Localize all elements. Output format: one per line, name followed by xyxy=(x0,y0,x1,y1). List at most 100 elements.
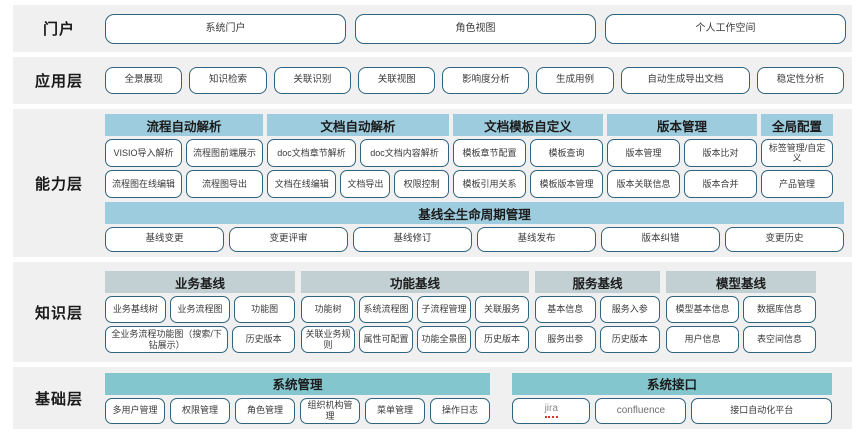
group-row-2: 产品管理 xyxy=(761,170,833,198)
fo-button-org-structure-management[interactable]: 组织机构管理 xyxy=(300,397,360,424)
capability-group-process-parse: 流程自动解析 VISIO导入解析 流程图前端展示 流程图在线编辑 流程图导出 xyxy=(105,114,263,198)
group-header-doc-template: 文档模板自定义 xyxy=(453,114,603,136)
kn-button-basic-info[interactable]: 基本信息 xyxy=(535,296,596,323)
kn-button-service-input-param[interactable]: 服务入参 xyxy=(599,296,660,323)
portal-button-personal-workspace[interactable]: 个人工作空间 xyxy=(605,13,846,44)
cap-button-flowchart-export[interactable]: 流程图导出 xyxy=(186,170,263,198)
layer-label-capability: 能力层 xyxy=(34,175,83,193)
app-button-knowledge-search[interactable]: 知识检索 xyxy=(189,67,267,94)
kn-button-tablespace-info[interactable]: 表空间信息 xyxy=(743,326,816,353)
layer-row-application: 应用层 全景展现 知识检索 关联识别 关联视图 影响度分析 生成用例 自动生成导… xyxy=(13,57,852,104)
app-button-auto-export-doc[interactable]: 自动生成导出文档 xyxy=(620,67,751,94)
lifecycle-button-version-correction[interactable]: 版本纠错 xyxy=(601,227,720,252)
layer-label-foundation: 基础层 xyxy=(34,390,83,408)
fo-button-menu-management[interactable]: 菜单管理 xyxy=(365,397,425,424)
cap-button-tag-management-custom[interactable]: 标签管理/自定义 xyxy=(761,139,833,167)
kn-button-history-version[interactable]: 历史版本 xyxy=(232,326,295,353)
cap-button-template-query[interactable]: 模板查询 xyxy=(530,139,603,167)
portal-button-role-view[interactable]: 角色视图 xyxy=(355,13,596,44)
kn-button-function-diagram[interactable]: 功能图 xyxy=(234,296,296,323)
app-button-panorama[interactable]: 全景展现 xyxy=(105,67,183,94)
application-button-row: 全景展现 知识检索 关联识别 关联视图 影响度分析 生成用例 自动生成导出文档 … xyxy=(105,67,844,94)
cap-button-doc-export[interactable]: 文档导出 xyxy=(340,170,391,198)
fo-button-operation-log[interactable]: 操作日志 xyxy=(430,397,490,424)
kn-button-attribute-configurable[interactable]: 属性可配置 xyxy=(359,326,413,353)
cap-button-doc-chapter-parse[interactable]: doc文档章节解析 xyxy=(267,139,356,167)
group-row-2: 模板引用关系 模板版本管理 xyxy=(453,170,603,198)
kn-button-history-version[interactable]: 历史版本 xyxy=(475,326,529,353)
layer-label-portal: 门户 xyxy=(42,21,75,38)
fo-button-permission-management[interactable]: 权限管理 xyxy=(170,397,230,424)
group-row-2: 关联业务规则 属性可配置 功能全景图 历史版本 xyxy=(301,326,529,353)
cap-button-version-compare[interactable]: 版本比对 xyxy=(684,139,757,167)
app-button-relation-view[interactable]: 关联视图 xyxy=(358,67,436,94)
group-header-function-baseline: 功能基线 xyxy=(301,271,529,293)
kn-button-related-business-rule[interactable]: 关联业务规则 xyxy=(301,326,355,353)
fo-button-interface-automation-platform[interactable]: 接口自动化平台 xyxy=(691,397,833,424)
kn-button-database-info[interactable]: 数据库信息 xyxy=(743,296,816,323)
cap-button-doc-content-parse[interactable]: doc文档内容解析 xyxy=(360,139,449,167)
app-button-impact-analysis[interactable]: 影响度分析 xyxy=(442,67,530,94)
cap-button-version-relation-info[interactable]: 版本关联信息 xyxy=(607,170,680,198)
fo-button-multi-user-management[interactable]: 多用户管理 xyxy=(105,397,165,424)
app-button-generate-usecase[interactable]: 生成用例 xyxy=(536,67,614,94)
layer-label-knowledge: 知识层 xyxy=(34,304,83,322)
fo-button-role-management[interactable]: 角色管理 xyxy=(235,397,295,424)
group-row-1: 业务基线树 业务流程图 功能图 xyxy=(105,296,296,323)
group-row-1: 模型基本信息 数据库信息 xyxy=(666,296,816,323)
group-row-1: 多用户管理 权限管理 角色管理 组织机构管理 菜单管理 操作日志 xyxy=(105,397,490,424)
kn-button-full-business-flow-function-diagram[interactable]: 全业务流程功能图（搜索/下钻展示） xyxy=(105,326,229,353)
jira-label: jira xyxy=(544,403,558,418)
lifecycle-button-change-review[interactable]: 变更评审 xyxy=(229,227,348,252)
group-row-1: 功能树 系统流程图 子流程管理 关联服务 xyxy=(301,296,529,323)
cap-button-product-management[interactable]: 产品管理 xyxy=(761,170,833,198)
cap-button-template-chapter-config[interactable]: 模板章节配置 xyxy=(453,139,526,167)
kn-button-function-tree[interactable]: 功能树 xyxy=(301,296,355,323)
group-header-system-interface: 系统接口 xyxy=(512,372,832,395)
cap-button-flowchart-frontend-display[interactable]: 流程图前端展示 xyxy=(186,139,263,167)
knowledge-group-business-baseline: 业务基线 业务基线树 业务流程图 功能图 全业务流程功能图（搜索/下钻展示） 历… xyxy=(105,271,296,353)
confluence-label: confluence xyxy=(616,404,666,416)
layer-row-portal: 门户 系统门户 角色视图 个人工作空间 xyxy=(13,5,852,52)
kn-button-history-version[interactable]: 历史版本 xyxy=(599,326,660,353)
cap-button-doc-online-edit[interactable]: 文档在线编辑 xyxy=(267,170,337,198)
knowledge-group-row: 业务基线 业务基线树 业务流程图 功能图 全业务流程功能图（搜索/下钻展示） 历… xyxy=(105,271,844,353)
kn-button-user-info[interactable]: 用户信息 xyxy=(666,326,739,353)
cap-button-flowchart-online-edit[interactable]: 流程图在线编辑 xyxy=(105,170,182,198)
kn-button-subprocess-management[interactable]: 子流程管理 xyxy=(417,296,471,323)
lifecycle-button-change-history[interactable]: 变更历史 xyxy=(725,227,844,252)
lifecycle-button-baseline-release[interactable]: 基线发布 xyxy=(477,227,596,252)
cap-button-template-version-mgmt[interactable]: 模板版本管理 xyxy=(530,170,603,198)
layer-row-knowledge: 知识层 业务基线 业务基线树 业务流程图 功能图 全业务流程功能图（搜索/下钻展… xyxy=(13,262,852,362)
kn-button-function-panorama[interactable]: 功能全景图 xyxy=(417,326,471,353)
layer-row-foundation: 基础层 系统管理 多用户管理 权限管理 角色管理 组织机构管理 菜单管理 操作日… xyxy=(13,367,852,429)
app-button-stability-analysis[interactable]: 稳定性分析 xyxy=(757,67,844,94)
foundation-group-system-interface: 系统接口 jira confluence 接口自动化平台 xyxy=(512,372,833,424)
group-row-1: 标签管理/自定义 xyxy=(761,139,833,167)
group-header-model-baseline: 模型基线 xyxy=(666,271,816,293)
cap-button-template-reference-relation[interactable]: 模板引用关系 xyxy=(453,170,526,198)
lifecycle-button-baseline-revision[interactable]: 基线修订 xyxy=(353,227,472,252)
portal-button-system-portal[interactable]: 系统门户 xyxy=(105,13,346,44)
kn-button-business-flowchart[interactable]: 业务流程图 xyxy=(169,296,231,323)
kn-button-business-baseline-tree[interactable]: 业务基线树 xyxy=(105,296,166,323)
app-button-relation-recognition[interactable]: 关联识别 xyxy=(273,67,352,94)
cap-button-version-merge[interactable]: 版本合并 xyxy=(684,170,757,198)
lifecycle-button-baseline-change[interactable]: 基线变更 xyxy=(105,227,224,252)
cap-button-visio-import-parse[interactable]: VISIO导入解析 xyxy=(105,139,182,167)
kn-button-service-output-param[interactable]: 服务出参 xyxy=(535,326,596,353)
fo-button-jira[interactable]: jira xyxy=(512,397,591,424)
cap-button-permission-control[interactable]: 权限控制 xyxy=(394,170,449,198)
kn-button-system-flowchart[interactable]: 系统流程图 xyxy=(359,296,413,323)
group-header-baseline-lifecycle: 基线全生命周期管理 xyxy=(105,202,844,224)
capability-group-doc-template: 文档模板自定义 模板章节配置 模板查询 模板引用关系 模板版本管理 xyxy=(453,114,603,198)
cap-button-version-management[interactable]: 版本管理 xyxy=(607,139,680,167)
kn-button-model-basic-info[interactable]: 模型基本信息 xyxy=(666,296,739,323)
layer-body-foundation: 系统管理 多用户管理 权限管理 角色管理 组织机构管理 菜单管理 操作日志 系统… xyxy=(105,372,852,424)
group-row-1: 基本信息 服务入参 xyxy=(535,296,660,323)
fo-button-confluence[interactable]: confluence xyxy=(595,397,687,424)
capability-group-version-mgmt: 版本管理 版本管理 版本比对 版本关联信息 版本合并 xyxy=(607,114,757,198)
kn-button-related-service[interactable]: 关联服务 xyxy=(475,296,529,323)
group-header-system-management: 系统管理 xyxy=(105,372,490,395)
